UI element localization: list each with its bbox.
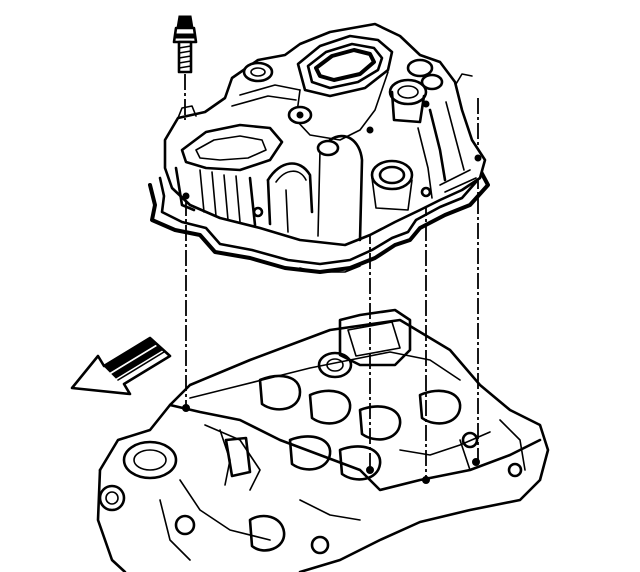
manifold-gasket	[148, 156, 490, 274]
direction-arrow-icon	[70, 336, 172, 396]
lower-intake-manifold	[96, 308, 550, 572]
upper-intake-manifold	[163, 22, 487, 247]
bolt-icon	[172, 15, 198, 120]
